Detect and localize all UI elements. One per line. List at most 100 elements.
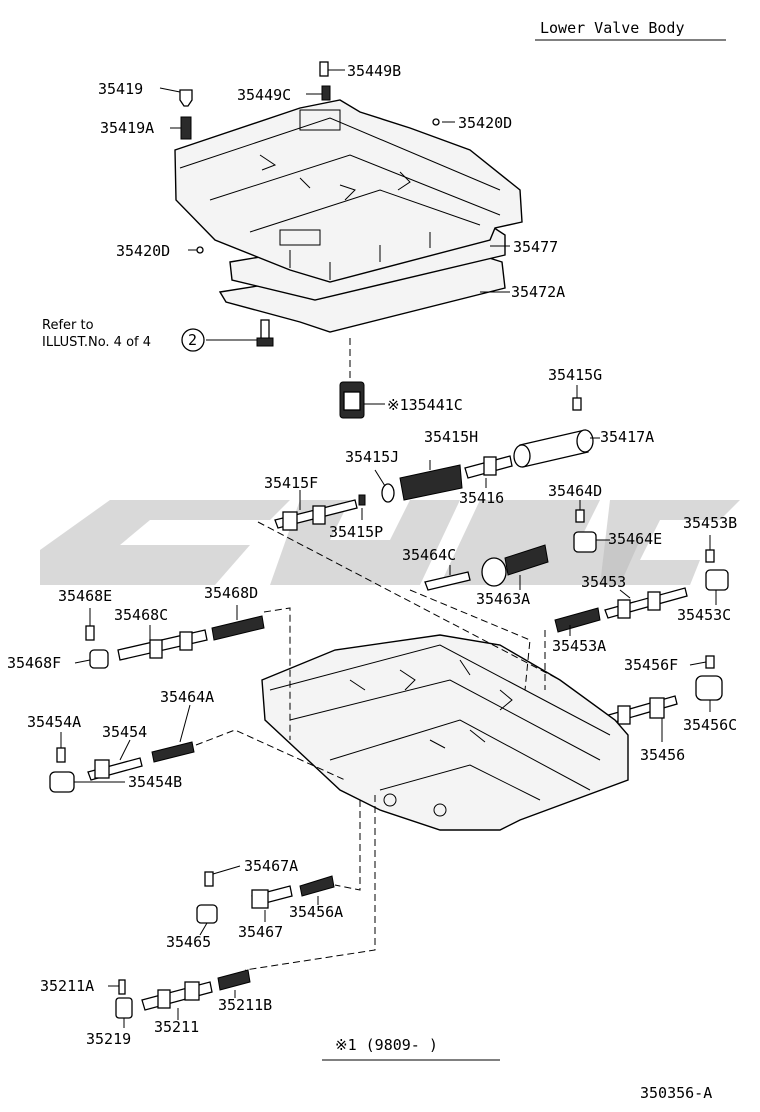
part-35449b	[319, 61, 329, 77]
page-title: Lower Valve Body	[540, 19, 685, 37]
refer-note-line1: Refer to	[42, 318, 94, 333]
part-35419a-spring	[180, 116, 192, 140]
label-35415g: 35415G	[548, 366, 602, 384]
label-35468d: 35468D	[204, 584, 258, 602]
label-35477: 35477	[513, 238, 558, 256]
label-35453c: 35453C	[677, 606, 731, 624]
part-35211b-spring	[217, 969, 251, 991]
title-block: Lower Valve Body	[535, 19, 726, 41]
label-35456: 35456	[640, 746, 685, 764]
refer-note-line2: ILLUST.No. 4 of 4	[42, 335, 151, 350]
label-35416: 35416	[459, 489, 504, 507]
part-35211-valve	[141, 981, 213, 1011]
part-35467	[251, 885, 293, 909]
label-35211a: 35211A	[40, 977, 94, 995]
label-35453a: 35453A	[552, 637, 606, 655]
label-35464d: 35464D	[548, 482, 602, 500]
label-35468c: 35468C	[114, 606, 168, 624]
label-35454a: 35454A	[27, 713, 81, 731]
part-35449c-spring	[321, 85, 331, 101]
label-35417a: 35417A	[600, 428, 654, 446]
label-35472a: 35472A	[511, 283, 565, 301]
label-35415f: 35415F	[264, 474, 318, 492]
part-35464e	[573, 531, 597, 553]
part-labels: 35419 35449B 35449C 35420D 35419A 35420D…	[7, 62, 737, 1048]
figure-code: 350356-A	[640, 1084, 712, 1102]
part-35454b	[49, 771, 75, 793]
part-35219	[115, 997, 133, 1019]
label-35420d-top: 35420D	[458, 114, 512, 132]
label-35468e: 35468E	[58, 587, 112, 605]
label-35464e: 35464E	[608, 530, 662, 548]
label-35456f: 35456F	[624, 656, 678, 674]
label-35456c: 35456C	[683, 716, 737, 734]
part-35468e	[85, 625, 95, 641]
label-35464a: 35464A	[160, 688, 214, 706]
leader-lines	[60, 69, 717, 1028]
part-35417a	[513, 429, 594, 468]
refer-circle-number: 2	[188, 331, 197, 349]
part-35467a	[204, 871, 214, 887]
part-35211a	[118, 979, 126, 995]
label-35467a: 35467A	[244, 857, 298, 875]
label-35467: 35467	[238, 923, 283, 941]
label-35441c: ※135441C	[387, 396, 463, 414]
part-35468d-spring	[211, 615, 265, 641]
label-35420d-left: 35420D	[116, 242, 170, 260]
footnote-block: ※1 (9809- )	[322, 1036, 500, 1061]
part-35464d	[575, 509, 585, 523]
part-35419	[179, 89, 193, 107]
part-35454a	[56, 747, 66, 763]
part-35453a-spring	[554, 607, 601, 633]
part-35416-valve	[464, 455, 513, 479]
watermark-logo	[40, 500, 740, 585]
part-35415f-valve	[274, 499, 358, 531]
part-35453-valve	[604, 587, 688, 619]
label-35465: 35465	[166, 933, 211, 951]
part-35468c-valve	[117, 629, 208, 661]
lower-valve-body	[261, 634, 629, 831]
part-35415p-clip	[358, 494, 366, 506]
dashed-guide-lines	[195, 521, 561, 971]
label-35454b: 35454B	[128, 773, 182, 791]
label-35464c: 35464C	[402, 546, 456, 564]
part-35415g	[572, 397, 582, 411]
part-35468f	[89, 649, 109, 669]
part-35456a-spring	[299, 875, 335, 897]
label-35453b: 35453B	[683, 514, 737, 532]
label-35449c: 35449C	[237, 86, 291, 104]
part-35420d-ball-left	[196, 246, 204, 254]
label-35415h: 35415H	[424, 428, 478, 446]
label-35415j: 35415J	[345, 448, 399, 466]
label-35211b: 35211B	[218, 996, 272, 1014]
label-35211: 35211	[154, 1018, 199, 1036]
part-35456c	[695, 675, 723, 701]
refer-note: Refer to ILLUST.No. 4 of 4 2	[42, 318, 205, 352]
bolt-refer	[256, 319, 274, 347]
label-35419: 35419	[98, 80, 143, 98]
part-35415h-spring	[399, 464, 463, 501]
upper-valve-body	[174, 99, 523, 333]
label-35419a: 35419A	[100, 119, 154, 137]
label-35453: 35453	[581, 573, 626, 591]
label-35219: 35219	[86, 1030, 131, 1048]
label-35449b: 35449B	[347, 62, 401, 80]
part-35465	[196, 904, 218, 924]
part-35456-valve	[604, 695, 678, 725]
part-35464c-valve	[424, 571, 471, 591]
part-35420d-ball-top	[432, 118, 440, 126]
part-35454-valve	[87, 757, 143, 781]
label-35463a: 35463A	[476, 590, 530, 608]
part-35415j-washer	[381, 483, 395, 503]
part-35441c-filter	[339, 381, 365, 419]
label-35468f: 35468F	[7, 654, 61, 672]
valve-body-upper	[174, 99, 523, 283]
part-35456f	[705, 655, 715, 669]
footnote-text: ※1 (9809- )	[335, 1036, 438, 1054]
label-35415p: 35415P	[329, 523, 383, 541]
refer-circle-marker	[181, 328, 205, 352]
label-35454: 35454	[102, 723, 147, 741]
label-35456a: 35456A	[289, 903, 343, 921]
part-35453c	[705, 569, 729, 591]
